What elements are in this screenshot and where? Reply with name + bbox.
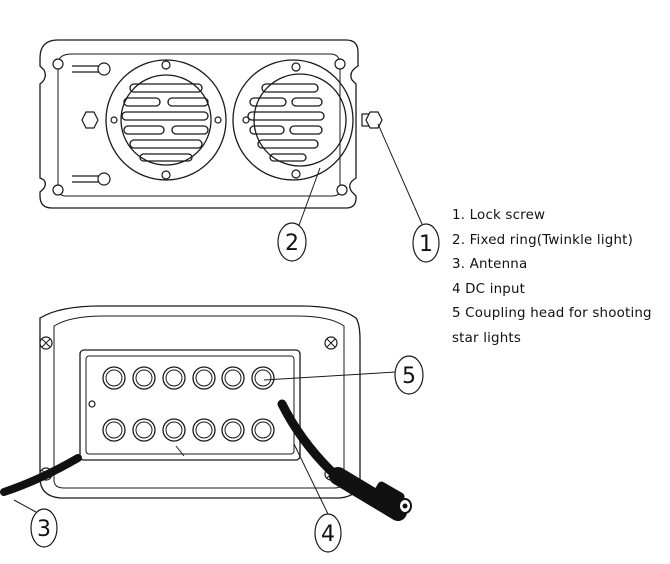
callout-3-number: 3	[37, 517, 51, 542]
dc-plug-icon	[369, 481, 412, 515]
corner-screw-icon	[52, 58, 348, 196]
leader-line-5	[263, 371, 397, 381]
legend-item-lock-screw: 1. Lock screw	[452, 208, 546, 223]
callout-4-number: 4	[321, 522, 335, 547]
callout-4: 4	[314, 513, 342, 553]
legend-item-dc-input: 4 DC input	[452, 281, 526, 297]
coupling-head-icon	[102, 366, 275, 442]
top-housing-outline	[39, 39, 359, 209]
callout-5: 5	[394, 355, 424, 395]
legend-item-coupling-head: 5 Coupling head for shooting	[452, 306, 652, 322]
callout-2-number: 2	[285, 231, 299, 256]
leader-line-4	[293, 443, 329, 515]
corner-screw-icon	[39, 336, 338, 481]
legend-item-antenna: 3. Antenna	[452, 257, 528, 273]
legend-item-coupling-head-cont: star lights	[452, 330, 522, 346]
slot-icon	[72, 62, 111, 186]
top-view: 1 2	[39, 39, 440, 263]
left-ring	[81, 59, 227, 181]
legend-item-fixed-ring: 2. Fixed ring(Twinkle light)	[452, 232, 634, 248]
antenna-cable	[0, 454, 82, 496]
callout-5-number: 5	[402, 364, 416, 389]
port-panel	[79, 349, 301, 461]
callout-2: 2	[277, 222, 307, 262]
callout-1: 1	[412, 223, 440, 263]
callout-3: 3	[30, 508, 58, 548]
leader-line-3	[13, 499, 37, 513]
coupling-heads	[102, 366, 275, 457]
leader-line-1	[377, 123, 423, 225]
legend: 1. Lock screw 2. Fixed ring(Twinkle ligh…	[452, 204, 667, 352]
callout-1-number: 1	[419, 232, 433, 257]
leader-line-2	[297, 167, 321, 229]
right-ring-fixed	[232, 59, 354, 181]
bottom-housing-outline	[39, 305, 361, 499]
bottom-view: 5 4 3	[0, 305, 424, 553]
dc-input-cable	[277, 399, 412, 521]
